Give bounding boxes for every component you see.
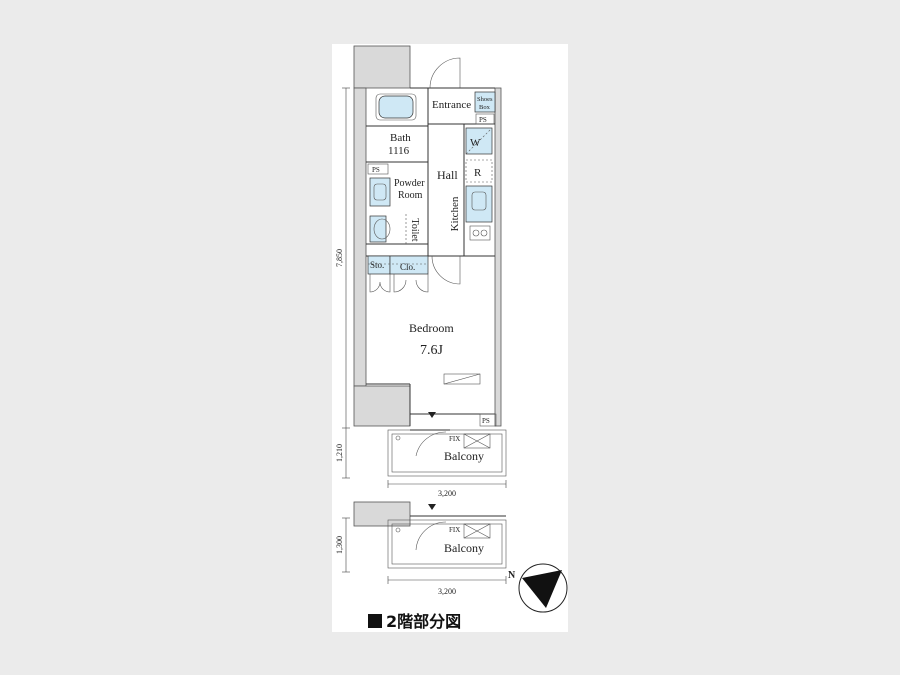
- compass-north-label: N: [508, 570, 516, 581]
- balcony-1-door-swing: [415, 431, 447, 457]
- ps-box-entrance: [475, 113, 495, 125]
- bath-label: Bath: [390, 132, 411, 144]
- ps-label-entrance: PS: [479, 116, 487, 124]
- floor-plan-sheet: Bath 1116 PS PS PS Powder Room Toilet En…: [332, 44, 568, 632]
- balcony-2-inner: [391, 523, 503, 565]
- powder-basin: [373, 183, 387, 201]
- powder-room-label-2: Room: [398, 190, 423, 201]
- wall-left: [353, 87, 367, 387]
- lower-window-marker: [428, 504, 436, 510]
- bedroom-label: Bedroom: [409, 321, 454, 335]
- wall-right: [494, 87, 502, 427]
- stove-burner-1: [472, 229, 480, 237]
- ps-box-left: [367, 163, 389, 175]
- balcony-2-fix-label: FIX: [449, 526, 460, 534]
- floor-plan-drawing: Bath 1116 PS PS PS Powder Room Toilet En…: [335, 45, 568, 613]
- balcony-1-ac-unit: [463, 433, 491, 449]
- balcony-2-drain: [395, 527, 401, 533]
- balcony-1-inner: [391, 433, 503, 473]
- caption-text: 2階部分図: [386, 612, 462, 631]
- toilet-fixture: [369, 215, 387, 243]
- compass: N: [508, 563, 568, 613]
- balcony-2-ac-unit: [463, 523, 491, 539]
- stove: [469, 225, 491, 241]
- bedroom-vent: [443, 373, 481, 385]
- refrigerator-label: R: [474, 167, 482, 179]
- entrance-door-swing: [429, 57, 461, 89]
- ps-box-bottom: [479, 413, 497, 427]
- dim-width-1: 3,200: [438, 489, 456, 498]
- kitchen-label: Kitchen: [449, 196, 461, 231]
- hall-label: Hall: [437, 168, 458, 182]
- caption-square-icon: [368, 614, 382, 628]
- dim-height-balcony-2: 1,300: [335, 536, 344, 554]
- balcony-2-outline: [387, 519, 507, 569]
- bedroom-size-label: 7.6J: [420, 343, 444, 358]
- dim-height-balcony-1: 1,210: [335, 444, 344, 462]
- toilet-label: Toilet: [409, 218, 420, 241]
- storage-label: Sto.: [370, 260, 384, 270]
- balcony-2-label: Balcony: [444, 541, 484, 555]
- powder-room-label-1: Powder: [394, 178, 425, 189]
- bathtub: [378, 95, 414, 119]
- bedroom-door-swing: [431, 255, 461, 285]
- powder-sink: [369, 177, 391, 207]
- shoes-box-label-2: Box: [479, 104, 491, 111]
- bedroom-window-marker: [428, 412, 436, 418]
- kitchen-sink: [471, 191, 487, 211]
- balcony-1-drain: [395, 435, 401, 441]
- balcony-1-label: Balcony: [444, 449, 484, 463]
- balcony-1-ac-x2: [463, 433, 491, 449]
- entrance-label: Entrance: [432, 99, 471, 111]
- floor-caption: 2階部分図: [368, 608, 461, 632]
- wall-block-top-left: [353, 45, 411, 89]
- balcony-2-door-swing: [415, 521, 447, 551]
- balcony-2-ac-x2: [463, 523, 491, 539]
- shoes-box-label-1: Shoes: [477, 96, 493, 103]
- closet-label: Clo.: [400, 262, 415, 272]
- compass-needle: [522, 570, 562, 608]
- wall-block-lower: [353, 501, 411, 527]
- closet: [389, 255, 429, 275]
- refrigerator-space: [465, 159, 493, 183]
- closet-doors-left: [369, 274, 391, 293]
- toilet-bowl: [373, 218, 391, 240]
- wall-block-bottom-left: [353, 385, 411, 427]
- ps-label-bottom: PS: [482, 417, 490, 425]
- bedroom-vent-diagonal: [443, 373, 481, 385]
- shoes-box: [474, 91, 496, 113]
- bathtub-rim: [375, 93, 417, 121]
- ps-label-left: PS: [372, 166, 380, 174]
- dim-width-2: 3,200: [438, 587, 456, 596]
- kitchen-counter: [465, 185, 493, 223]
- washer-space: [465, 127, 493, 155]
- closet-doors-right: [393, 274, 429, 293]
- washer-label: W: [470, 137, 481, 149]
- balcony-1-fix-label: FIX: [449, 435, 460, 443]
- dim-height-main: 7,850: [335, 249, 344, 267]
- bath-size-label: 1116: [388, 145, 410, 157]
- stove-burner-2: [480, 229, 488, 237]
